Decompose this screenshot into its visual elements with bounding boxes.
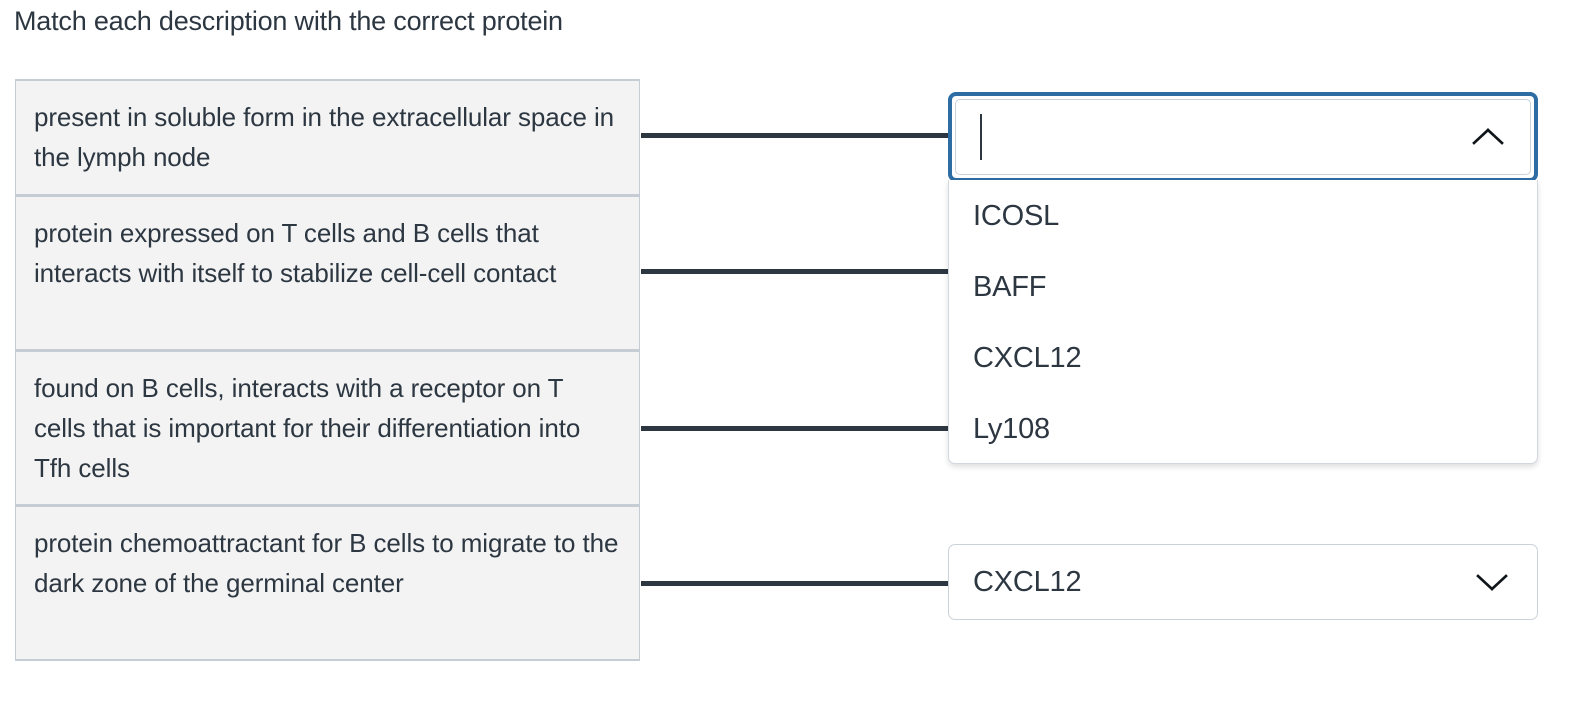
connector-line-4 [641,581,949,586]
dropdown-option-ly108[interactable]: Ly108 [973,412,1050,445]
description-item-2[interactable]: protein expressed on T cells and B cells… [16,194,639,349]
chevron-up-icon[interactable] [1468,124,1508,150]
description-item-3[interactable]: found on B cells, interacts with a recep… [16,349,639,504]
connector-line-3 [641,426,949,431]
answer-select-1[interactable] [948,92,1538,182]
dropdown-options-panel[interactable]: ICOSL BAFF CXCL12 Ly108 [948,180,1538,464]
connector-line-1 [641,133,949,138]
description-list: present in soluble form in the extracell… [15,79,640,661]
text-caret [980,114,982,160]
description-item-4[interactable]: protein chemoattractant for B cells to m… [16,504,639,659]
answer-select-2-value: CXCL12 [973,566,1082,598]
answer-select-1-inner[interactable] [955,99,1531,175]
chevron-down-icon[interactable] [1472,569,1512,595]
dropdown-option-baff[interactable]: BAFF [973,270,1047,303]
answer-select-1-value [980,114,1468,160]
page-title: Match each description with the correct … [14,6,563,36]
connector-line-2 [641,269,949,274]
description-item-1[interactable]: present in soluble form in the extracell… [16,81,639,194]
dropdown-option-icosl[interactable]: ICOSL [973,199,1060,232]
answer-select-2[interactable]: CXCL12 [948,544,1538,620]
dropdown-option-cxcl12[interactable]: CXCL12 [973,341,1082,374]
